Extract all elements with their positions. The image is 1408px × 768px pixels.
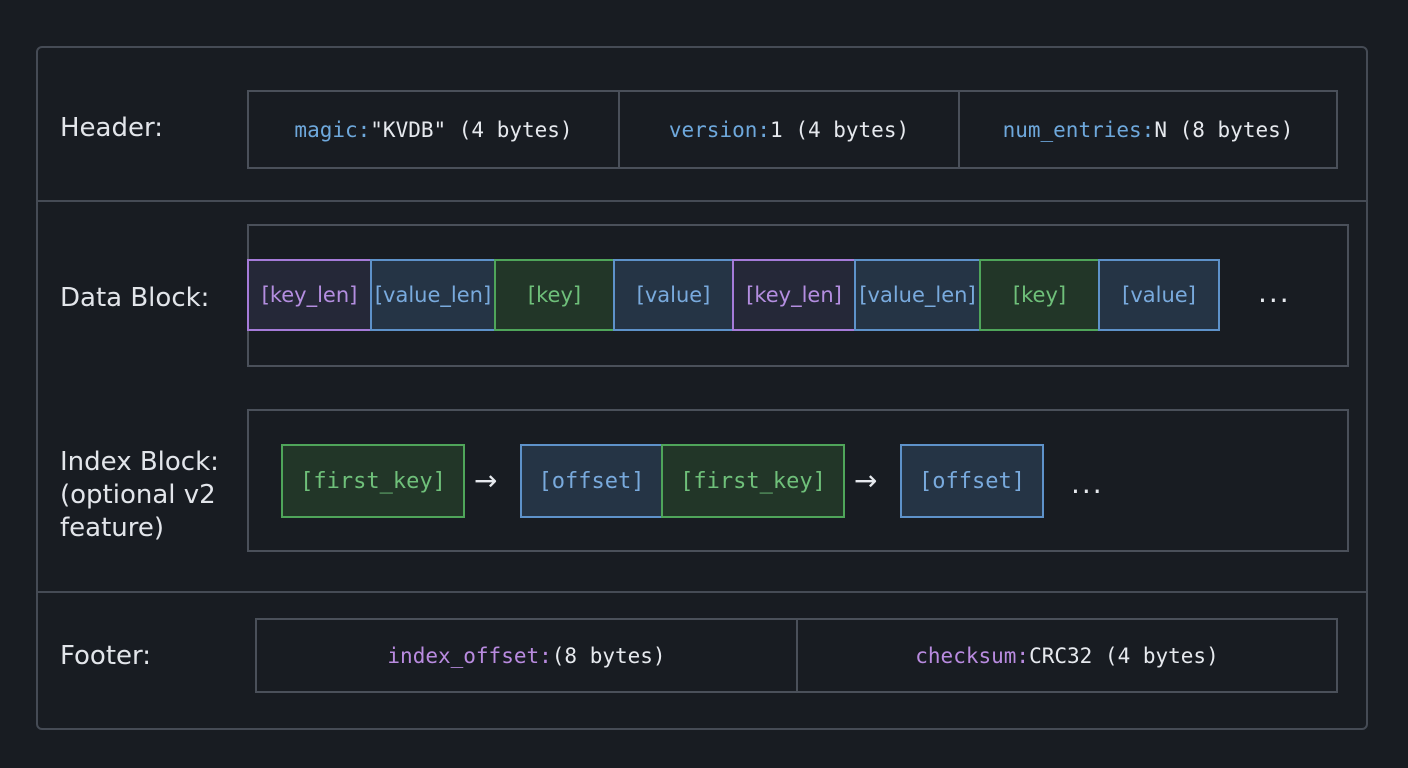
header-field-version: version: 1 (4 bytes) bbox=[618, 90, 960, 169]
index-ellipsis: ... bbox=[1071, 467, 1104, 500]
index-label-line: Index Block: bbox=[60, 447, 219, 477]
data-segment-key-len: [key_len] bbox=[247, 259, 372, 331]
header-field-num-entries: num_entries: N (8 bytes) bbox=[958, 90, 1338, 169]
footer-fields: index_offset: (8 bytes) checksum: CRC32 … bbox=[255, 618, 1338, 693]
data-segment-key: [key] bbox=[979, 259, 1100, 331]
arrow-icon: → bbox=[854, 464, 878, 497]
index-segment-offset: [offset] bbox=[520, 444, 663, 518]
field-key: num_entries: bbox=[1002, 117, 1155, 142]
field-value: (8 bytes) bbox=[551, 643, 666, 668]
arrow-icon: → bbox=[474, 464, 498, 497]
data-block-container: [key_len] [value_len] [key] [value] [key… bbox=[247, 224, 1349, 367]
data-segment-key-len: [key_len] bbox=[732, 259, 856, 331]
field-key: magic: bbox=[294, 117, 371, 142]
data-segment-value-len: [value_len] bbox=[370, 259, 496, 331]
field-value: 1 (4 bytes) bbox=[770, 117, 910, 142]
data-segment-value: [value] bbox=[613, 259, 734, 331]
section-divider bbox=[38, 591, 1366, 593]
data-segment-value: [value] bbox=[1098, 259, 1220, 331]
data-segment-key: [key] bbox=[494, 259, 615, 331]
header-fields: magic: "KVDB" (4 bytes) version: 1 (4 by… bbox=[247, 90, 1338, 169]
field-key: version: bbox=[668, 117, 771, 142]
footer-field-checksum: checksum: CRC32 (4 bytes) bbox=[796, 618, 1338, 693]
field-key: checksum: bbox=[915, 643, 1030, 668]
index-block-label: Index Block: (optional v2 feature) bbox=[60, 446, 219, 545]
data-segment-value-len: [value_len] bbox=[854, 259, 981, 331]
footer-field-index-offset: index_offset: (8 bytes) bbox=[255, 618, 798, 693]
data-ellipsis: ... bbox=[1258, 276, 1291, 309]
field-key: index_offset: bbox=[387, 643, 552, 668]
data-block-label: Data Block: bbox=[60, 283, 210, 313]
section-divider bbox=[38, 200, 1366, 202]
index-segment-first-key: [first_key] bbox=[661, 444, 845, 518]
index-segment-offset: [offset] bbox=[900, 444, 1044, 518]
index-label-line: feature) bbox=[60, 513, 165, 543]
index-block-container: [first_key] → [offset] [first_key] → [of… bbox=[247, 409, 1349, 552]
index-segment-first-key: [first_key] bbox=[281, 444, 465, 518]
field-value: N (8 bytes) bbox=[1154, 117, 1294, 142]
field-value: CRC32 (4 bytes) bbox=[1029, 643, 1219, 668]
footer-label: Footer: bbox=[60, 641, 152, 671]
index-label-line: (optional v2 bbox=[60, 480, 216, 510]
header-field-magic: magic: "KVDB" (4 bytes) bbox=[247, 90, 620, 169]
header-label: Header: bbox=[60, 113, 163, 143]
field-value: "KVDB" (4 bytes) bbox=[370, 117, 573, 142]
file-format-diagram: Header: magic: "KVDB" (4 bytes) version:… bbox=[36, 46, 1368, 730]
